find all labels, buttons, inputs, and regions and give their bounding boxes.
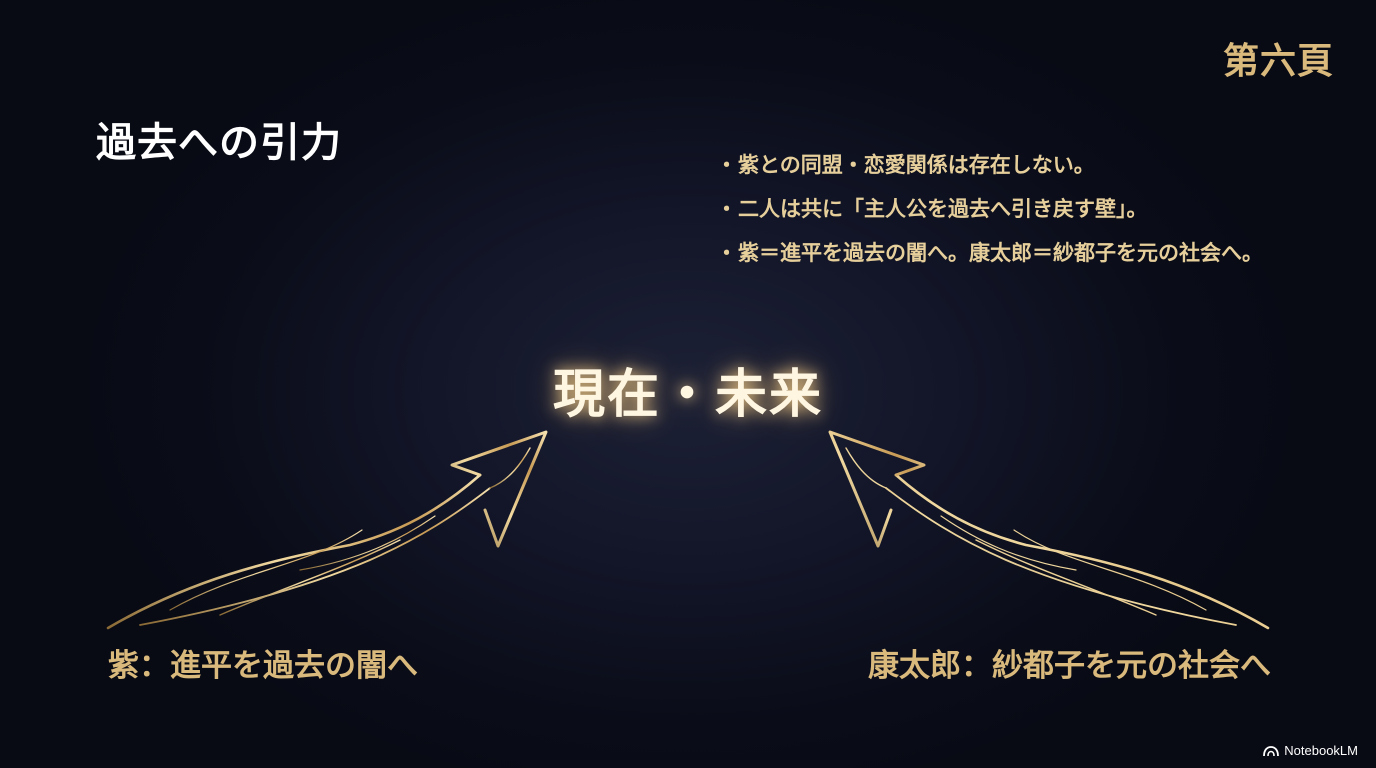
- notebooklm-logo-icon: [1263, 745, 1280, 756]
- bullet-item: ・二人は共に「主人公を過去へ引き戻す壁」。: [716, 194, 1356, 224]
- page-label: 第六頁: [1222, 40, 1334, 82]
- center-heading: 現在・未来: [552, 364, 823, 425]
- bullet-text: 二人は共に「主人公を過去へ引き戻す壁」。: [738, 196, 1148, 221]
- bullet-item: ・紫との同盟・恋愛関係は存在しない。: [716, 150, 1356, 180]
- bullet-list: ・紫との同盟・恋愛関係は存在しない。 ・二人は共に「主人公を過去へ引き戻す壁」。…: [716, 150, 1356, 282]
- bullet-item: ・紫＝進平を過去の闇へ。康太郎＝紗都子を元の社会へ。: [716, 238, 1356, 268]
- caption-left: 紫：進平を過去の闇へ: [108, 648, 418, 684]
- caption-right: 康太郎：紗都子を元の社会へ: [868, 648, 1271, 684]
- bullet-marker: ・: [716, 152, 737, 177]
- watermark: NotebookLM: [1263, 743, 1358, 758]
- left-arrow-icon: [106, 430, 548, 630]
- bullet-text: 紫＝進平を過去の闇へ。康太郎＝紗都子を元の社会へ。: [738, 240, 1263, 265]
- bullet-marker: ・: [716, 240, 737, 265]
- slide-title: 過去への引力: [96, 119, 342, 166]
- bullet-text: 紫との同盟・恋愛関係は存在しない。: [738, 152, 1095, 177]
- watermark-text: NotebookLM: [1284, 743, 1358, 758]
- right-arrow-icon: [828, 430, 1270, 630]
- bullet-marker: ・: [716, 196, 737, 221]
